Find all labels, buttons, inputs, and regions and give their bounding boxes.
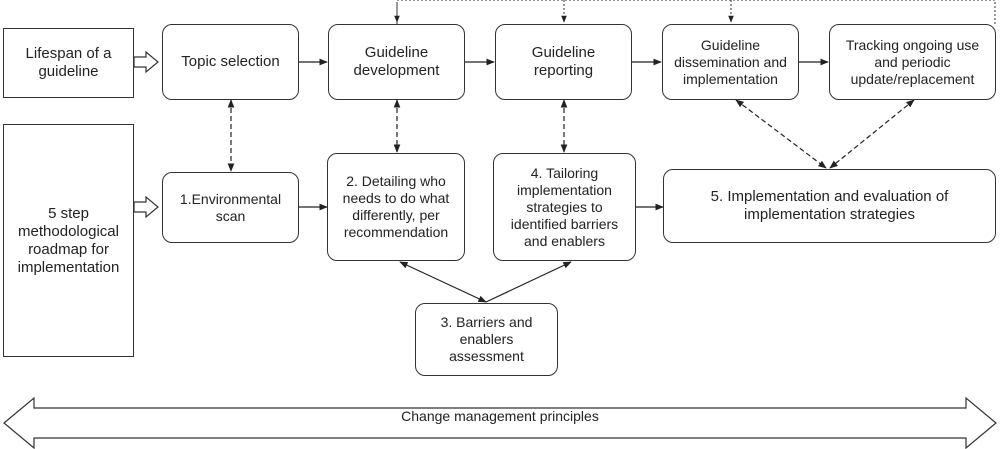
guideline-dissemination-box: Guideline dissemination and implementati… — [662, 24, 799, 100]
lifespan-label: Lifespan of a guideline — [3, 28, 134, 98]
feedback-dotted-line — [396, 0, 996, 24]
guideline-reporting-box: Guideline reporting — [495, 24, 632, 100]
link-tracking-evaluation — [829, 99, 915, 169]
tailoring-strategies-box: 4. Tailoring implementation strategies t… — [493, 153, 636, 261]
detailing-who-box: 2. Detailing who needs to do what differ… — [327, 153, 465, 261]
link-barriers-tailoring — [485, 261, 572, 303]
link-detailing-barriers — [399, 261, 487, 303]
barriers-assessment-box: 3. Barriers and enablers assessment — [415, 303, 558, 376]
topic-selection-box: Topic selection — [162, 24, 299, 100]
tracking-update-box: Tracking ongoing use and periodic update… — [829, 24, 996, 100]
lifespan-hollow-arrow — [133, 50, 159, 74]
change-management-arrow — [3, 396, 997, 449]
roadmap-hollow-arrow — [133, 195, 159, 219]
environmental-scan-box: 1.Environmental scan — [162, 172, 299, 243]
change-management-label: Change management principles — [401, 408, 599, 424]
guideline-development-box: Guideline development — [328, 24, 465, 100]
implementation-evaluation-box: 5. Implementation and evaluation of impl… — [663, 169, 996, 243]
roadmap-label: 5 step methodological roadmap for implem… — [3, 124, 134, 357]
link-dissemination-evaluation — [735, 99, 827, 169]
